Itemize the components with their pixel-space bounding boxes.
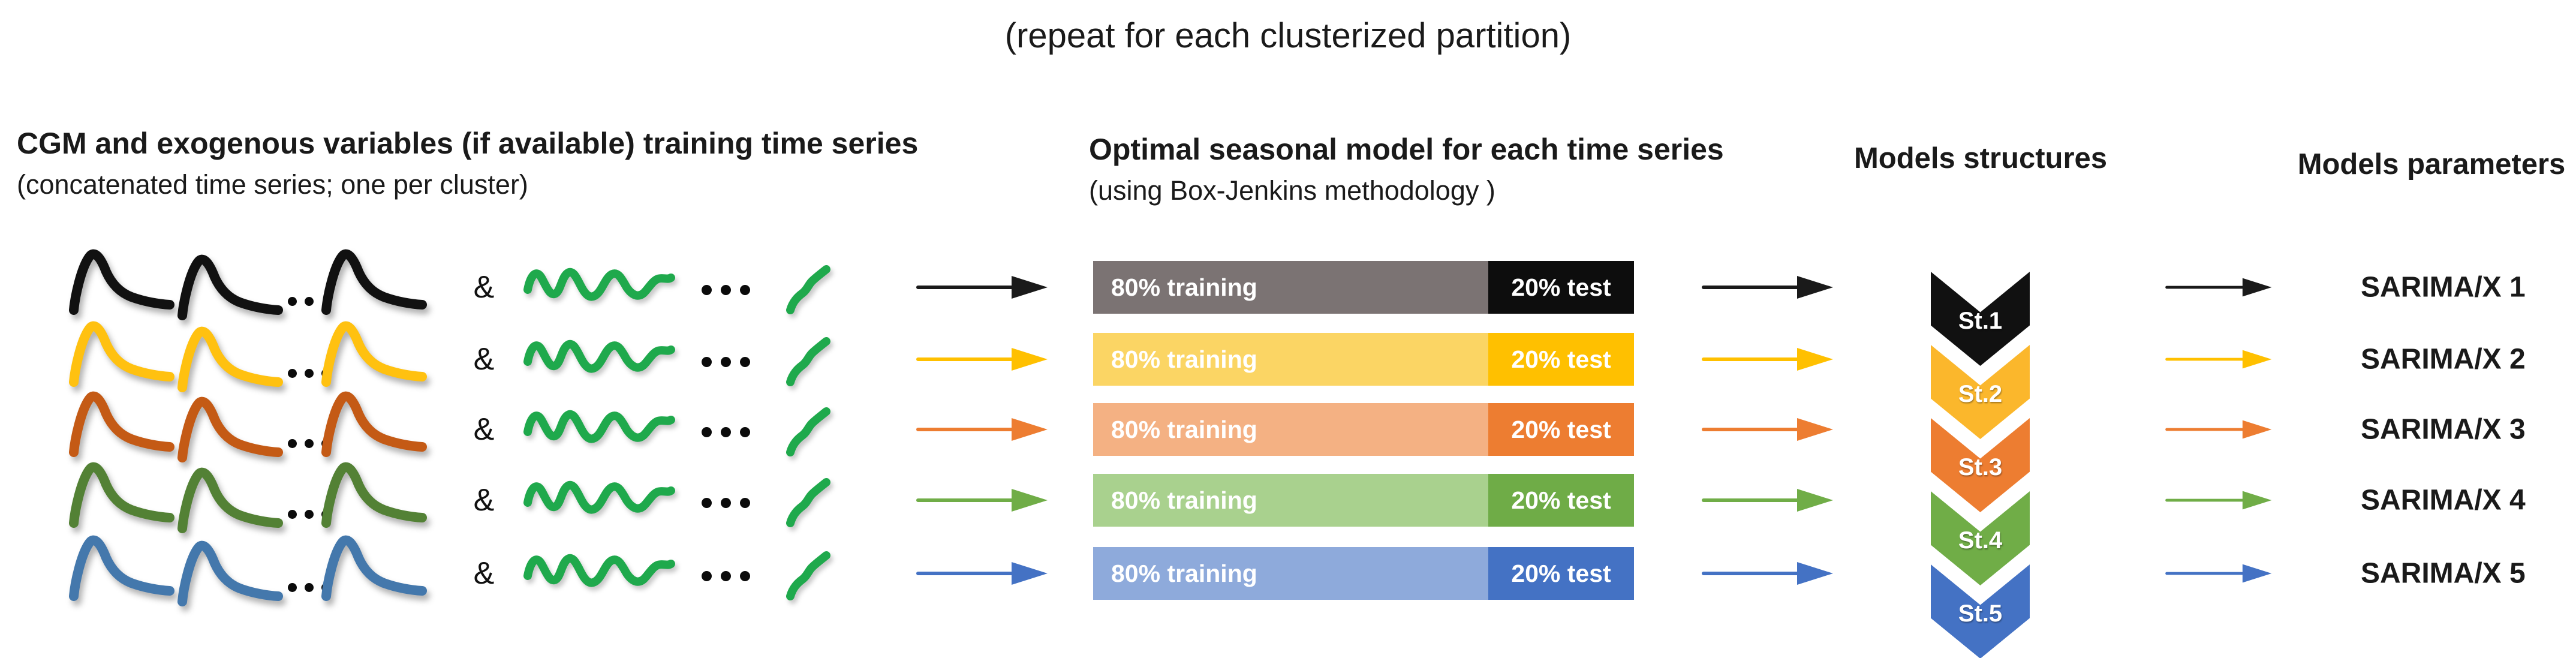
exogenous-series-end-icon bbox=[784, 260, 832, 315]
flow-arrow-icon bbox=[916, 274, 1049, 301]
cgm-series-curve-end-icon bbox=[321, 319, 430, 398]
train-test-bar: 80% training 20% test bbox=[1093, 261, 1634, 314]
training-segment: 80% training bbox=[1093, 474, 1488, 527]
header-models-structures: Models structures bbox=[1853, 142, 2108, 175]
test-label: 20% test bbox=[1511, 345, 1611, 373]
cgm-series-curve-icon bbox=[69, 533, 286, 612]
cgm-series-curve-icon bbox=[69, 459, 286, 539]
ampersand: & bbox=[473, 483, 495, 518]
header-optimal-model: Optimal seasonal model for each time ser… bbox=[1089, 133, 1724, 166]
ampersand: & bbox=[473, 556, 495, 591]
ampersand: & bbox=[473, 342, 495, 377]
diagram-title: (repeat for each clusterized partition) bbox=[1004, 16, 1572, 55]
exogenous-series-curve-icon bbox=[523, 332, 677, 387]
training-segment: 80% training bbox=[1093, 261, 1488, 314]
train-test-bar: 80% training 20% test bbox=[1093, 403, 1634, 456]
header-models-parameters: Models parameters bbox=[2297, 148, 2566, 181]
cgm-series-curve-icon bbox=[69, 389, 286, 468]
header-training-series: CGM and exogenous variables (if availabl… bbox=[17, 127, 919, 160]
cluster-row-4: & 80% training 20% test SARIMA/X 4 bbox=[0, 464, 2576, 536]
model-parameters-label: SARIMA/X 3 bbox=[2361, 413, 2526, 446]
cgm-series-curve-end-icon bbox=[321, 247, 430, 326]
training-label: 80% training bbox=[1111, 415, 1257, 443]
exogenous-series-curve-icon bbox=[523, 260, 677, 315]
exogenous-series-curve-icon bbox=[523, 402, 677, 457]
flow-arrow-icon bbox=[2166, 348, 2273, 370]
model-parameters-label: SARIMA/X 1 bbox=[2361, 271, 2526, 304]
flow-arrow-icon bbox=[1702, 416, 1835, 443]
test-segment: 20% test bbox=[1488, 547, 1634, 600]
training-label: 80% training bbox=[1111, 273, 1257, 301]
cgm-series-curve-end-icon bbox=[321, 389, 430, 468]
cgm-series-curve-icon bbox=[69, 247, 286, 326]
ellipsis-dots-icon bbox=[288, 297, 314, 306]
flow-arrow-icon bbox=[916, 416, 1049, 443]
test-segment: 20% test bbox=[1488, 474, 1634, 527]
test-label: 20% test bbox=[1511, 559, 1611, 587]
ellipsis-dots-icon bbox=[702, 571, 750, 581]
train-test-bar: 80% training 20% test bbox=[1093, 333, 1634, 386]
flow-arrow-icon bbox=[1702, 560, 1835, 587]
flow-arrow-icon bbox=[2166, 563, 2273, 584]
train-test-bar: 80% training 20% test bbox=[1093, 547, 1634, 600]
flow-arrow-icon bbox=[2166, 277, 2273, 298]
train-test-bar: 80% training 20% test bbox=[1093, 474, 1634, 527]
header-optimal-model-sub: (using Box-Jenkins methodology ) bbox=[1089, 175, 1495, 206]
cluster-row-2: & 80% training 20% test SARIMA/X 2 bbox=[0, 323, 2576, 395]
ampersand: & bbox=[473, 412, 495, 447]
flow-arrow-icon bbox=[2166, 419, 2273, 440]
test-label: 20% test bbox=[1511, 486, 1611, 514]
training-segment: 80% training bbox=[1093, 547, 1488, 600]
training-label: 80% training bbox=[1111, 486, 1257, 514]
test-segment: 20% test bbox=[1488, 261, 1634, 314]
training-segment: 80% training bbox=[1093, 403, 1488, 456]
ellipsis-dots-icon bbox=[702, 357, 750, 367]
test-label: 20% test bbox=[1511, 415, 1611, 443]
flow-arrow-icon bbox=[1702, 487, 1835, 513]
exogenous-series-end-icon bbox=[784, 402, 832, 457]
test-segment: 20% test bbox=[1488, 333, 1634, 386]
flow-arrow-icon bbox=[1702, 346, 1835, 372]
cluster-row-5: & 80% training 20% test SARIMA/X 5 bbox=[0, 537, 2576, 609]
flow-arrow-icon bbox=[916, 346, 1049, 372]
exogenous-series-end-icon bbox=[784, 546, 832, 601]
cluster-row-3: & 80% training 20% test SARIMA/X 3 bbox=[0, 393, 2576, 465]
exogenous-series-end-icon bbox=[784, 473, 832, 528]
flow-arrow-icon bbox=[1702, 274, 1835, 301]
exogenous-series-curve-icon bbox=[523, 546, 677, 601]
cgm-series-curve-icon bbox=[69, 319, 286, 398]
training-segment: 80% training bbox=[1093, 333, 1488, 386]
header-training-series-sub: (concatenated time series; one per clust… bbox=[17, 169, 528, 200]
flow-arrow-icon bbox=[916, 487, 1049, 513]
cluster-row-1: & 80% training 20% test SARIMA/X 1 bbox=[0, 251, 2576, 323]
training-label: 80% training bbox=[1111, 345, 1257, 373]
exogenous-series-curve-icon bbox=[523, 473, 677, 528]
training-label: 80% training bbox=[1111, 559, 1257, 587]
test-label: 20% test bbox=[1511, 273, 1611, 301]
flow-arrow-icon bbox=[2166, 489, 2273, 511]
flow-arrow-icon bbox=[916, 560, 1049, 587]
model-parameters-label: SARIMA/X 4 bbox=[2361, 484, 2526, 516]
model-parameters-label: SARIMA/X 5 bbox=[2361, 557, 2526, 590]
cgm-series-curve-end-icon bbox=[321, 533, 430, 612]
ellipsis-dots-icon bbox=[702, 498, 750, 508]
ampersand: & bbox=[473, 270, 495, 305]
exogenous-series-end-icon bbox=[784, 332, 832, 387]
ellipsis-dots-icon bbox=[702, 427, 750, 437]
model-parameters-label: SARIMA/X 2 bbox=[2361, 343, 2526, 375]
test-segment: 20% test bbox=[1488, 403, 1634, 456]
ellipsis-dots-icon bbox=[702, 285, 750, 295]
cgm-series-curve-end-icon bbox=[321, 459, 430, 539]
